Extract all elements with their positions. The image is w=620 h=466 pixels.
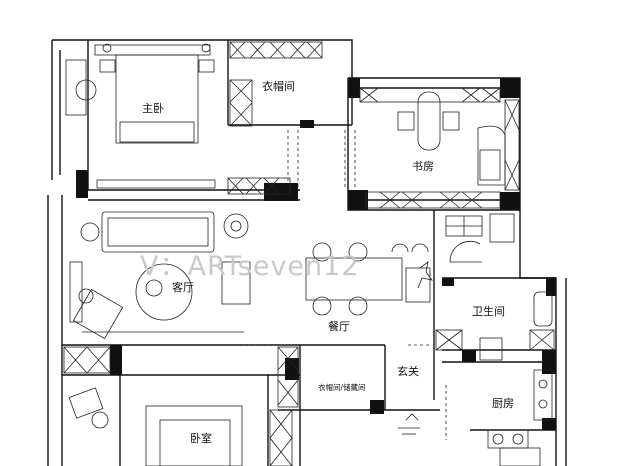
entrance-mat-icon xyxy=(398,413,420,435)
label-living-room: 客厅 xyxy=(172,280,194,294)
label-kitchen: 厨房 xyxy=(492,397,514,410)
bedroom-furniture xyxy=(68,387,243,466)
study-furniture xyxy=(397,91,506,186)
label-study: 书房 xyxy=(412,160,434,173)
windows xyxy=(230,130,447,440)
wardrobes xyxy=(63,41,555,466)
label-dining-room: 餐厅 xyxy=(328,319,350,333)
label-bedroom: 卧室 xyxy=(190,431,212,445)
living-room-furniture xyxy=(69,211,251,340)
label-closet-storage: 衣帽间/储藏间 xyxy=(318,382,366,392)
bath-kitchen-fixtures xyxy=(445,213,553,466)
room-labels: 主卧 衣帽间 书房 客厅 餐厅 卫生间 玄关 衣帽间/储藏间 厨房 卧室 xyxy=(142,79,514,445)
watermark-text: V：ARTseven12 xyxy=(140,251,360,282)
dining-furniture xyxy=(305,242,433,316)
label-master-bedroom: 主卧 xyxy=(142,102,164,115)
master-bedroom-furniture xyxy=(65,43,216,189)
label-bathroom: 卫生间 xyxy=(472,304,505,318)
label-entrance: 玄关 xyxy=(397,364,419,378)
label-cloakroom: 衣帽间 xyxy=(262,79,295,93)
